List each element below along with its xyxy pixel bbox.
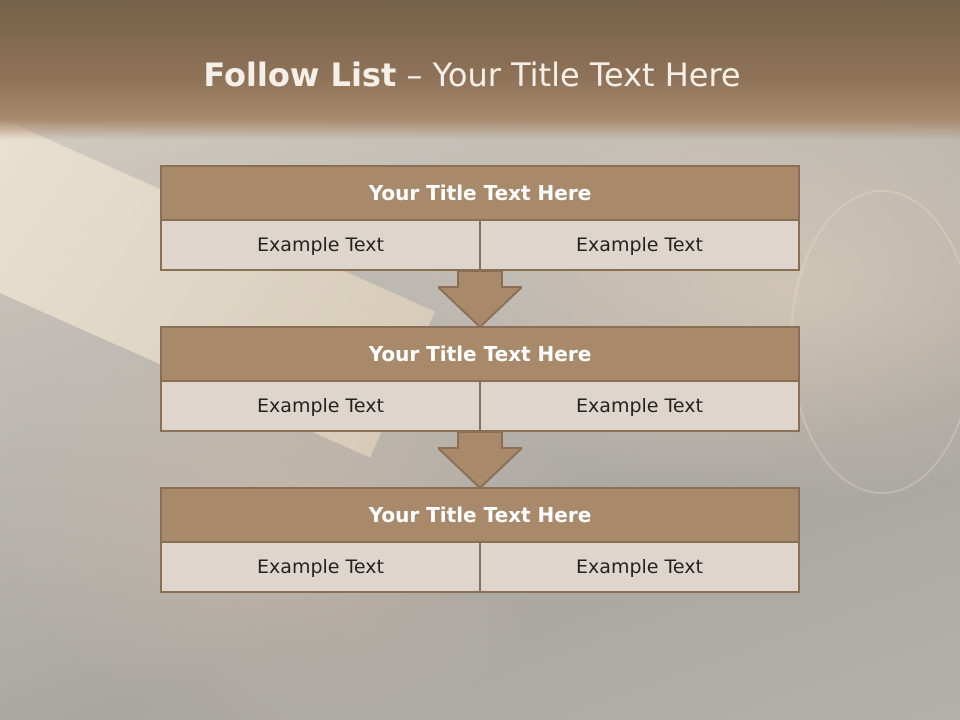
block-row: Example Text Example Text (160, 221, 800, 271)
block-row: Example Text Example Text (160, 382, 800, 432)
block-cell-left: Example Text (162, 382, 479, 430)
block-row: Example Text Example Text (160, 543, 800, 593)
passport-seal-image (790, 190, 960, 494)
block-cell-right: Example Text (479, 543, 798, 591)
block-title: Your Title Text Here (160, 165, 800, 221)
block-title: Your Title Text Here (160, 326, 800, 382)
down-arrow-icon (438, 432, 522, 488)
list-block-1: Your Title Text Here Example Text Exampl… (160, 165, 800, 271)
block-cell-left: Example Text (162, 221, 479, 269)
down-arrow-icon (438, 271, 522, 327)
title-rest: – Your Title Text Here (406, 56, 741, 94)
block-cell-right: Example Text (479, 382, 798, 430)
title-bold: Follow List (203, 56, 397, 94)
block-cell-left: Example Text (162, 543, 479, 591)
header-band (0, 0, 960, 140)
block-title: Your Title Text Here (160, 487, 800, 543)
list-block-3: Your Title Text Here Example Text Exampl… (160, 487, 800, 593)
list-block-2: Your Title Text Here Example Text Exampl… (160, 326, 800, 432)
block-cell-right: Example Text (479, 221, 798, 269)
slide-title: Follow List – Your Title Text Here (0, 56, 944, 94)
